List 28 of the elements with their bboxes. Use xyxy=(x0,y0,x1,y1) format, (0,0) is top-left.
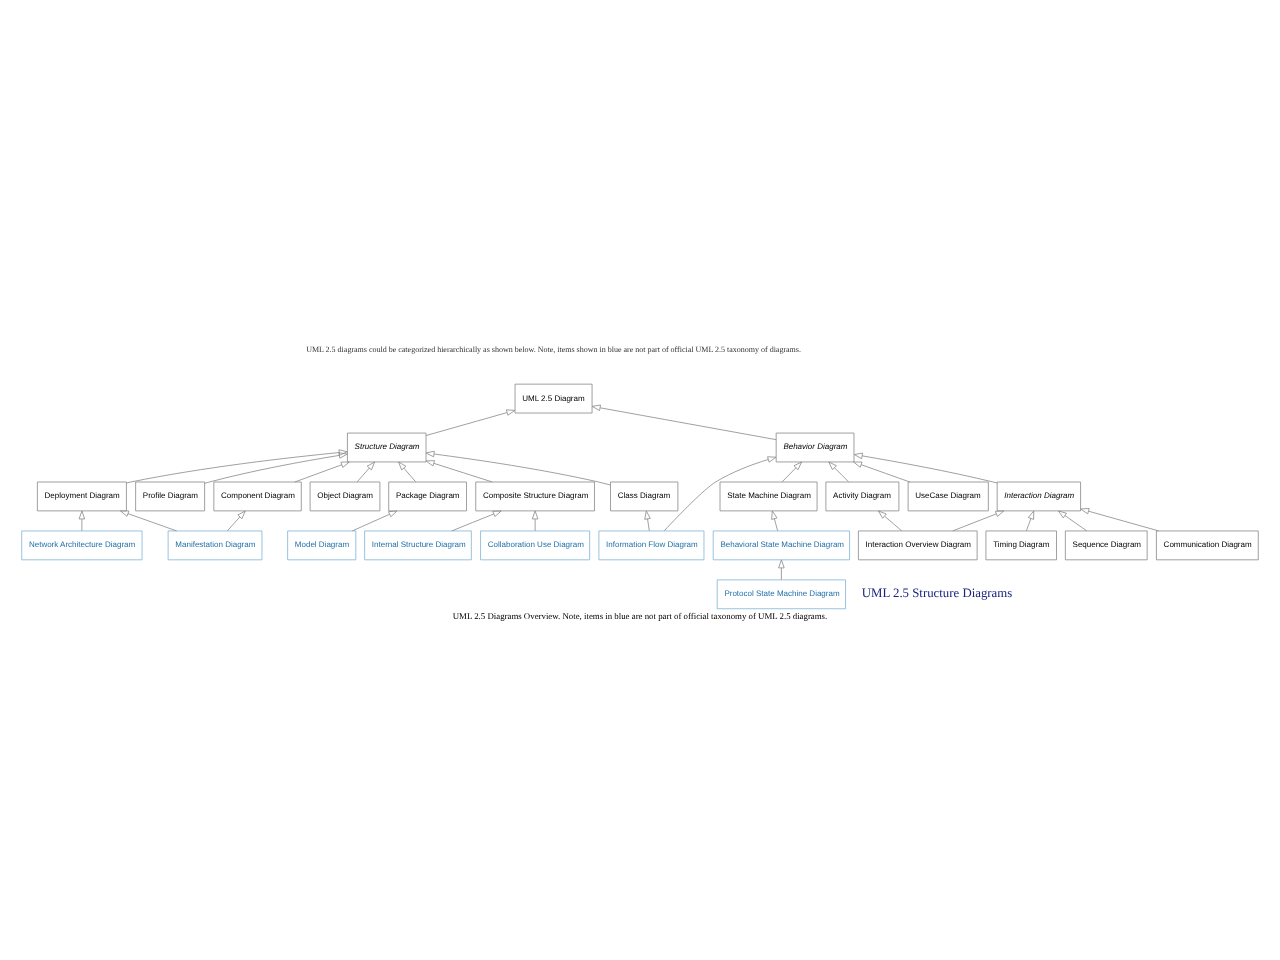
arrow xyxy=(451,510,502,532)
arrow xyxy=(425,450,611,486)
arrow xyxy=(644,510,651,532)
arrow xyxy=(78,510,86,532)
arrow xyxy=(1080,508,1159,532)
arrow xyxy=(227,510,246,532)
arrow xyxy=(398,461,417,483)
arrow xyxy=(120,510,177,532)
arrow xyxy=(356,461,376,483)
arrow xyxy=(952,510,1005,532)
arrow xyxy=(781,461,802,483)
arrow xyxy=(1057,510,1088,532)
arrow xyxy=(771,510,779,532)
arrow xyxy=(425,460,493,483)
arrow xyxy=(294,461,350,483)
arrow xyxy=(591,404,777,441)
arrow xyxy=(663,456,777,532)
arrow xyxy=(531,510,539,532)
arrow xyxy=(351,510,398,532)
arrow xyxy=(1026,510,1035,532)
arrow xyxy=(204,452,348,484)
arrow xyxy=(853,452,998,484)
arrow xyxy=(778,559,785,581)
arrow xyxy=(828,461,849,483)
arrow xyxy=(126,449,348,484)
arrow xyxy=(853,461,911,483)
arrow xyxy=(878,510,902,532)
arrow xyxy=(425,409,516,436)
